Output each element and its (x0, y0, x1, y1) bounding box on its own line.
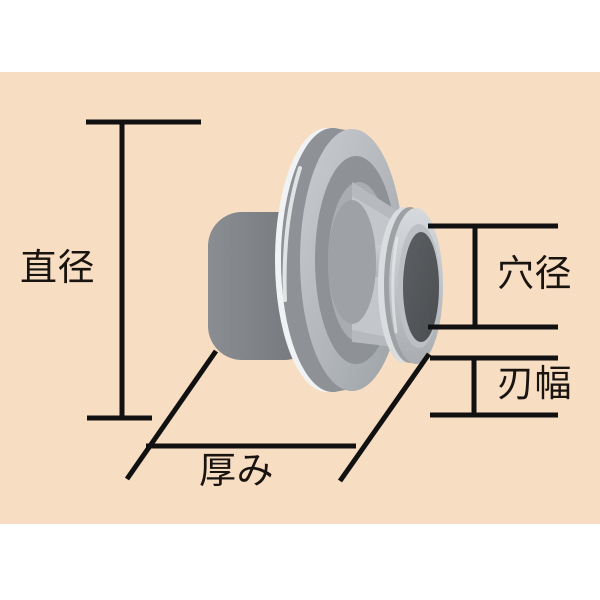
label-diameter: 直径 (20, 246, 95, 289)
cutting-rim (378, 207, 443, 364)
thickness-leader-left (124, 349, 219, 481)
part-illustration (208, 128, 443, 392)
dimension-blade (430, 355, 558, 418)
label-blade-width: 刃幅 (497, 362, 572, 405)
label-hole-diameter: 穴径 (497, 252, 572, 295)
dimension-thickness (124, 349, 432, 483)
dimension-diameter (86, 119, 201, 421)
highlights (282, 166, 399, 334)
dimension-hole (428, 223, 558, 330)
thickness-leader-right (337, 352, 432, 483)
label-thickness: 厚み (199, 449, 274, 492)
